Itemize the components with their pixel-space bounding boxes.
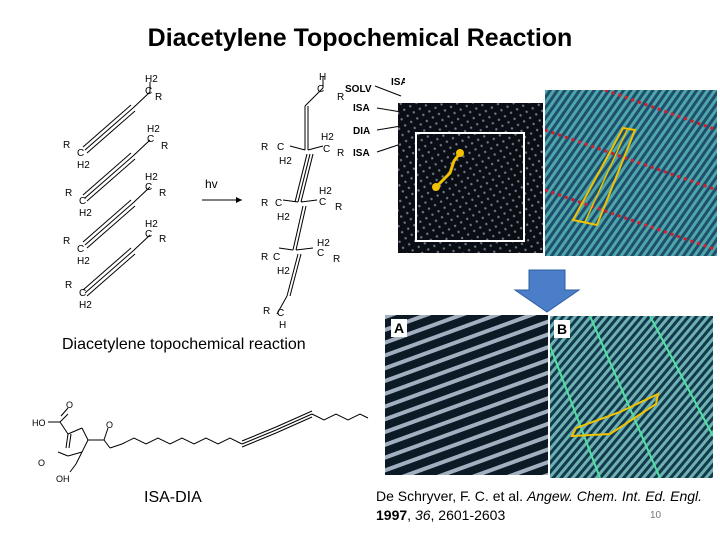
label-r: R	[261, 142, 268, 153]
label-r: R	[65, 188, 72, 199]
label-c: C	[77, 148, 84, 159]
label-r: R	[261, 252, 268, 263]
label-h2: H2	[77, 256, 90, 267]
atom-o-bottom: O	[38, 458, 45, 468]
atom-ho: HO	[32, 418, 46, 428]
down-arrow	[513, 269, 581, 313]
label-r: R	[65, 280, 72, 291]
label-c: C	[79, 196, 86, 207]
label-dia: DIA	[353, 126, 370, 137]
label-r: R	[337, 148, 344, 159]
label-h2: H2	[77, 160, 90, 171]
label-c: C	[273, 252, 280, 263]
citation-pages: , 2601-2603	[430, 507, 506, 523]
stm-image-panel-a: A	[385, 315, 548, 475]
label-r: R	[335, 202, 342, 213]
panel-b-label: B	[557, 321, 567, 337]
label-h2: H2	[277, 266, 290, 277]
slide-title-text: Diacetylene Topochemical Reaction	[147, 24, 573, 52]
label-h2: H2	[79, 300, 92, 311]
citation: De Schryver, F. C. et al. Angew. Chem. I…	[376, 488, 703, 523]
citation-year: 1997	[376, 507, 408, 523]
label-c: C	[277, 142, 284, 153]
atom-oh: OH	[56, 474, 70, 484]
label-h2: H2	[145, 219, 158, 230]
reaction-scheme: H2 C R H2 C R R C H2 H2 C R R C H2 H2 C …	[63, 72, 344, 331]
arrow-label: hv	[205, 177, 218, 191]
label-h2: H2	[279, 156, 292, 167]
stm-image-panel-b: B	[550, 316, 713, 478]
label-r: R	[159, 188, 166, 199]
label-c: C	[145, 182, 152, 193]
reaction-caption: Diacetylene topochemical reaction	[62, 336, 306, 353]
label-c: C	[317, 248, 324, 259]
label-c: C	[79, 288, 86, 299]
label-c: C	[277, 308, 284, 319]
monomer-stack	[82, 82, 151, 297]
stm-texture	[398, 103, 543, 253]
label-h: H	[319, 72, 326, 83]
label-isa-bottom: ISA	[353, 148, 370, 159]
label-r: R	[333, 254, 340, 265]
label-r: R	[337, 92, 344, 103]
label-c: C	[145, 229, 152, 240]
stm-image-top-right	[545, 90, 717, 256]
label-c: C	[77, 244, 84, 255]
label-h2: H2	[277, 212, 290, 223]
label-h2: H2	[317, 238, 330, 249]
label-r: R	[63, 236, 70, 247]
citation-journal: Angew. Chem. Int. Ed. Engl.	[526, 488, 703, 504]
label-c: C	[147, 134, 154, 145]
label-c: C	[323, 144, 330, 155]
stm-texture	[545, 90, 717, 256]
isa-dia-structure: HO O O O OH	[32, 400, 369, 484]
slide-title: Diacetylene Topochemical Reaction	[0, 24, 720, 53]
monomer-labels: H2 C R H2 C R R C H2 H2 C R R C H2 H2 C …	[63, 74, 168, 311]
label-h2: H2	[321, 132, 334, 143]
label-h2: H2	[79, 208, 92, 219]
label-c: C	[317, 84, 324, 95]
label-r: R	[159, 234, 166, 245]
label-r: R	[263, 306, 270, 317]
label-solv: SOLV	[345, 84, 372, 95]
photo-arrow: hv	[202, 177, 242, 203]
polymer-chain	[276, 76, 324, 315]
page-number: 10	[650, 510, 662, 521]
citation-authors: De Schryver, F. C. et al.	[376, 488, 527, 504]
label-h2: H2	[145, 172, 158, 183]
label-r: R	[63, 140, 70, 151]
label-isa-top: ISA	[391, 77, 405, 88]
stm-image-top-left	[398, 103, 543, 253]
label-c: C	[145, 86, 152, 97]
label-isa-middle: ISA	[353, 103, 370, 114]
label-c: C	[319, 197, 326, 208]
label-r: R	[161, 141, 168, 152]
molecule-caption: ISA-DIA	[144, 489, 202, 506]
label-r: R	[261, 198, 268, 209]
label-h: H	[279, 320, 286, 331]
label-h2: H2	[319, 186, 332, 197]
citation-volume: 36	[414, 507, 431, 523]
label-h2: H2	[147, 124, 160, 135]
atom-o-mid: O	[106, 420, 113, 430]
panel-a-label: A	[394, 320, 404, 336]
label-h2: H2	[145, 74, 158, 85]
atom-o-top: O	[66, 400, 73, 410]
label-r: R	[155, 92, 162, 103]
label-c: C	[275, 198, 282, 209]
stm-annotations: ISA SOLV ISA DIA ISA	[345, 77, 405, 159]
polymer-labels: H C R H2 C R R C H2 H2 C R R C H2 H2 C R…	[261, 72, 344, 331]
stm-texture: B	[550, 316, 713, 478]
stm-texture: A	[385, 315, 548, 475]
